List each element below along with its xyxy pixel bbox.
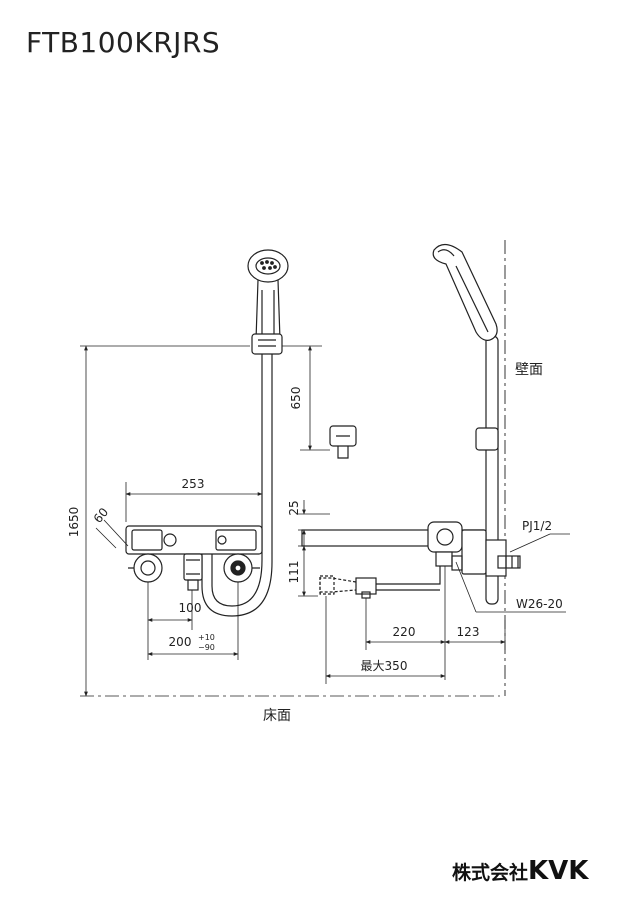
label-pj: PJ1/2 <box>522 519 552 533</box>
side-view <box>301 240 521 696</box>
front-hook-upper <box>251 333 283 355</box>
company-logo: 株式会社KVK <box>452 856 588 886</box>
front-hook-lower <box>329 425 357 459</box>
dim-111: 111 <box>287 561 301 584</box>
front-view <box>125 249 357 617</box>
dim-650: 650 <box>289 387 303 410</box>
dim-tol-minus: −90 <box>198 643 215 652</box>
side-shower-head <box>432 243 498 341</box>
dim-220: 220 <box>393 625 416 639</box>
dim-253: 253 <box>182 477 205 491</box>
label-floor: 床面 <box>263 708 291 724</box>
front-dimensions <box>80 345 500 697</box>
company-name: 株式会社 <box>452 862 529 884</box>
label-w26: W26-20 <box>516 597 563 611</box>
dim-max-350: 最大350 <box>361 659 408 673</box>
front-mixer-body <box>125 525 263 591</box>
brand-name: KVK <box>528 856 589 886</box>
label-wall: 壁面 <box>515 362 543 378</box>
dim-25: 25 <box>287 500 301 515</box>
model-title: FTB100KRJRS <box>26 26 221 59</box>
side-mixer <box>301 521 521 599</box>
dim-60: 60 <box>91 505 112 526</box>
side-dimensions <box>298 500 570 684</box>
dim-100: 100 <box>179 601 202 615</box>
dim-1650: 1650 <box>67 507 81 538</box>
front-hose <box>201 354 273 617</box>
dim-tol-plus: +10 <box>198 633 215 642</box>
dim-200: 200 <box>169 635 192 649</box>
dim-123: 123 <box>457 625 480 639</box>
